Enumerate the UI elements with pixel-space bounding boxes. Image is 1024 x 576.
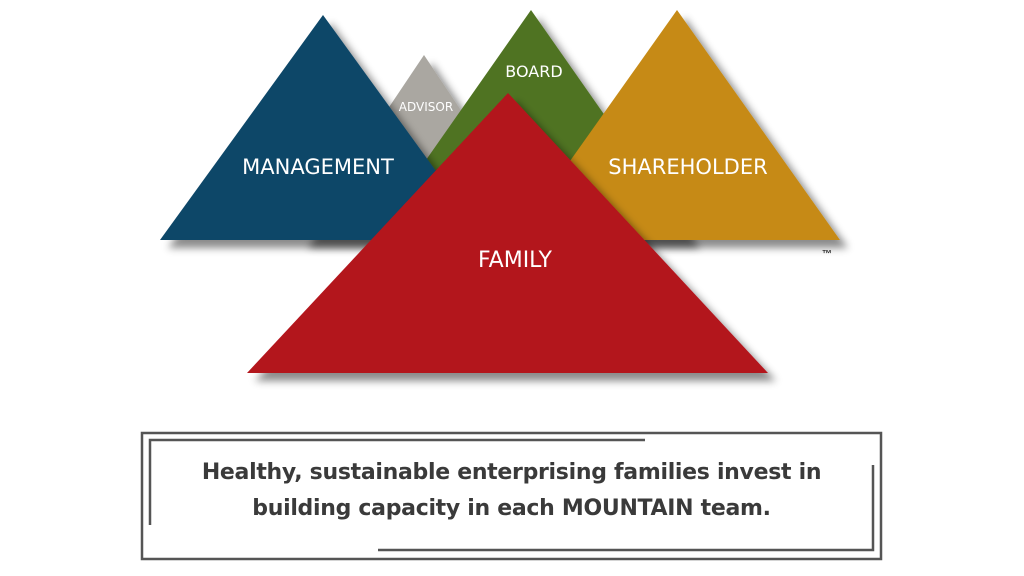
- management-label: MANAGEMENT: [242, 155, 394, 179]
- advisor-label: ADVISOR: [399, 100, 453, 114]
- shareholder-label: SHAREHOLDER: [608, 155, 767, 179]
- message-frame: [140, 431, 883, 561]
- trademark-symbol: ™: [822, 249, 832, 260]
- family-label: FAMILY: [478, 248, 552, 273]
- message-line-2: building capacity in each MOUNTAIN team.: [252, 496, 771, 521]
- management-mountain: [160, 15, 486, 240]
- message-text: Healthy, sustainable enterprising famili…: [141, 455, 882, 527]
- shareholder-mountain: [514, 10, 840, 240]
- message-line-1: Healthy, sustainable enterprising famili…: [201, 460, 822, 485]
- board-label: BOARD: [505, 62, 562, 81]
- family-mountain: [247, 93, 768, 373]
